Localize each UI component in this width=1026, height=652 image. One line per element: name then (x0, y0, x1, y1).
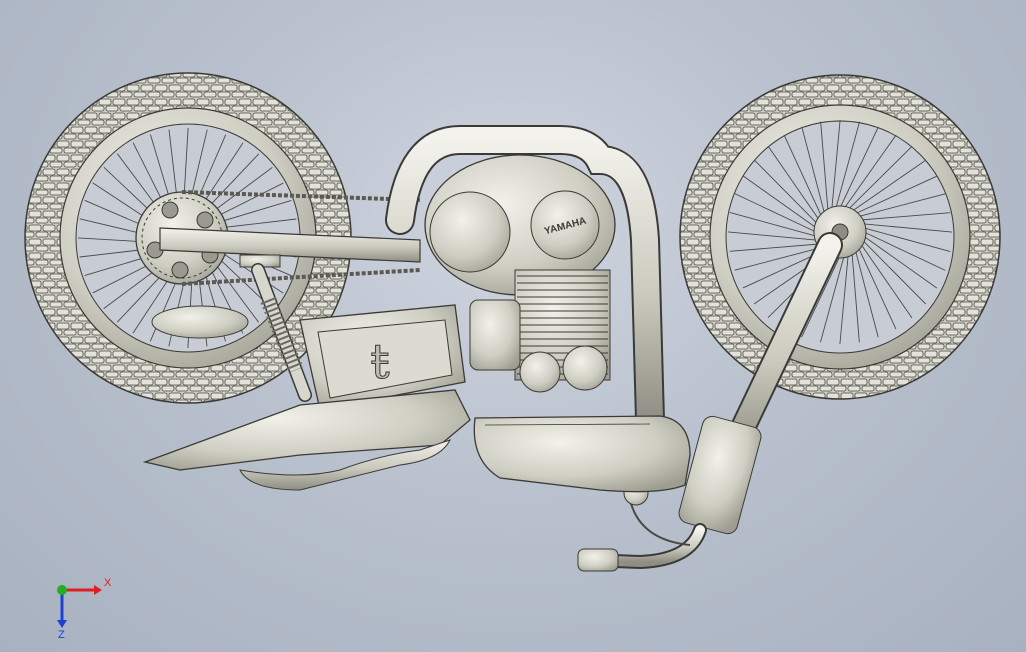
frame-tube[interactable] (385, 125, 665, 435)
drive-chain (181, 190, 421, 286)
grip[interactable] (577, 548, 619, 572)
engine[interactable]: YAMAHA (424, 154, 616, 393)
muffler[interactable] (151, 305, 249, 339)
handlebar[interactable] (577, 480, 707, 572)
seat[interactable] (142, 389, 471, 491)
coordinate-triad: X Z (57, 577, 112, 641)
engine-cover[interactable] (530, 190, 600, 260)
rear-shock-absorber[interactable] (251, 263, 312, 402)
swingarm[interactable] (159, 227, 421, 268)
x-axis-label: X (104, 577, 112, 589)
fuel-tank[interactable] (473, 415, 691, 493)
z-axis-label: Z (58, 629, 65, 641)
side-panel[interactable]: ŧ (299, 304, 466, 411)
carburetor[interactable] (469, 299, 521, 371)
tank-logo: ŧ (370, 334, 389, 390)
y-axis-dot (57, 585, 67, 595)
front-fork[interactable] (677, 232, 843, 536)
